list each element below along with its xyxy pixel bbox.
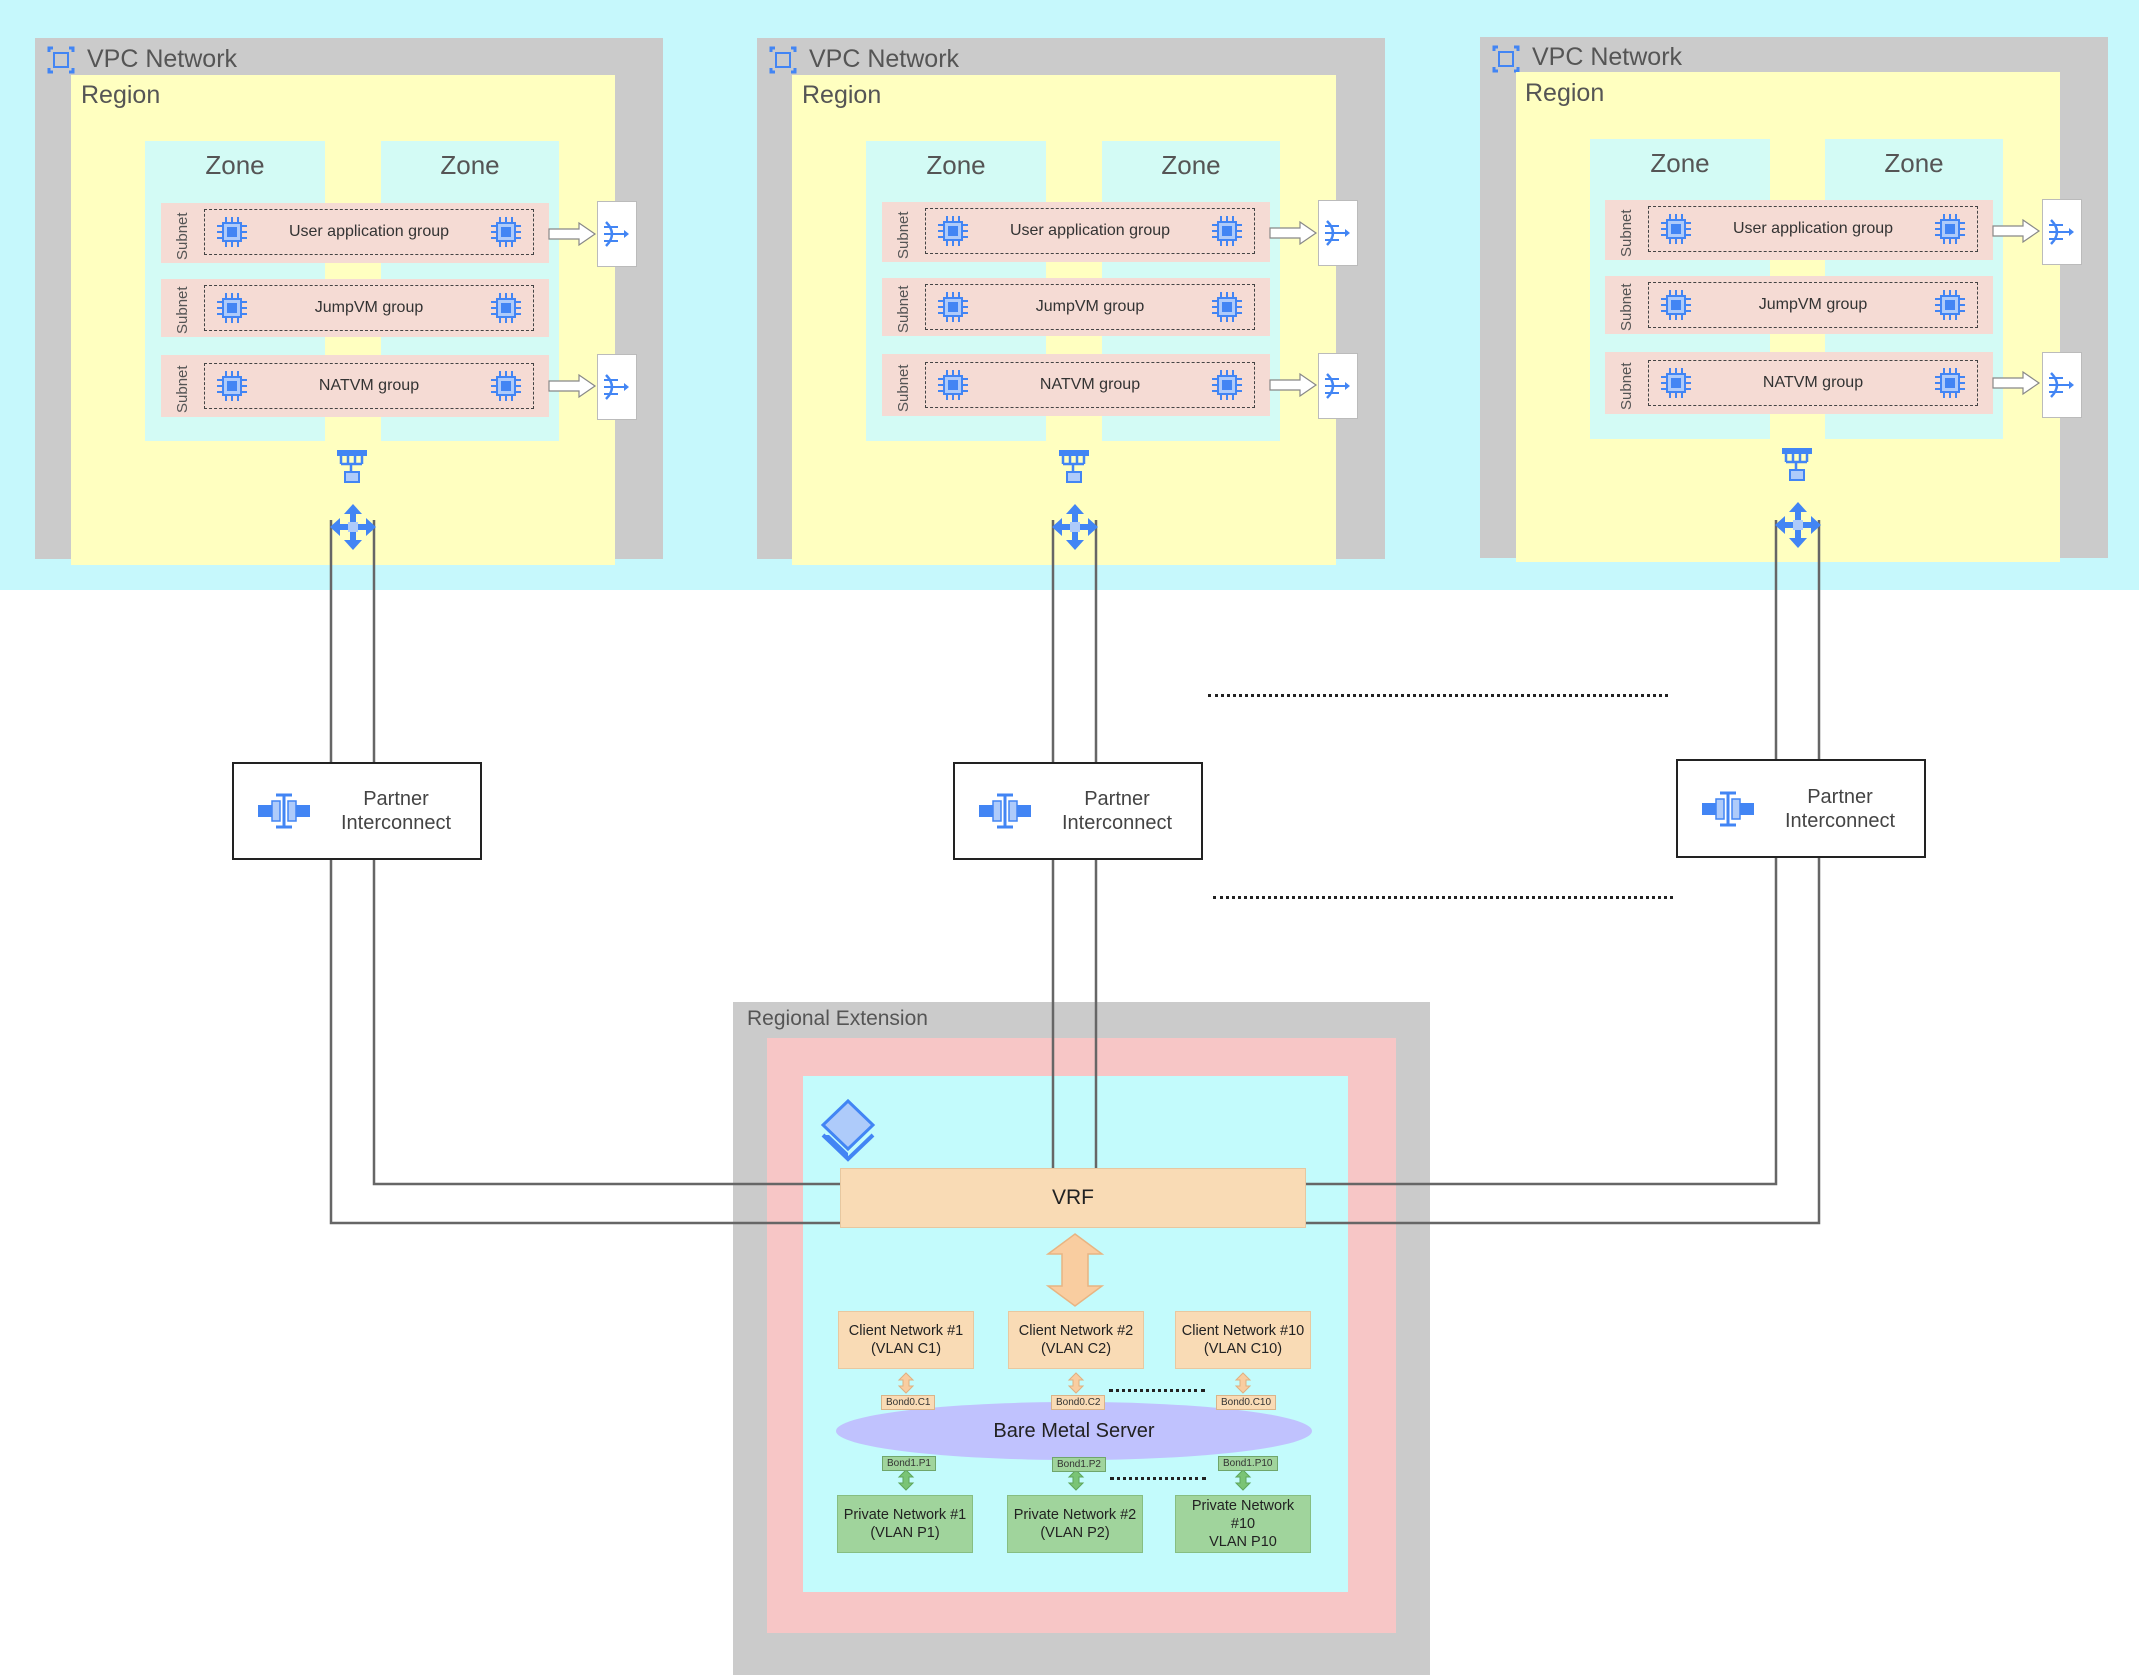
load-balancer-icon[interactable]	[1318, 200, 1358, 266]
client-network-2[interactable]: Client Network #2 (VLAN C2)	[1008, 1311, 1144, 1369]
region-title: Region	[1525, 79, 1605, 107]
router-icon	[330, 504, 376, 550]
region-title: Region	[81, 81, 161, 109]
compute-icon	[217, 371, 247, 401]
instance-group[interactable]: User application group	[925, 208, 1255, 254]
compute-icon	[1212, 370, 1242, 400]
compute-icon	[1935, 290, 1965, 320]
instance-group[interactable]: User application group	[204, 209, 534, 255]
interconnect-icon	[979, 793, 1031, 829]
vpc-title: VPC Network	[1532, 43, 1683, 71]
interconnect-label: Partner Interconnect	[340, 788, 452, 834]
load-balancer-icon[interactable]	[1318, 353, 1358, 419]
compute-icon	[938, 370, 968, 400]
bond-label: Bond0.C2	[1051, 1395, 1106, 1410]
load-balancer-icon[interactable]	[597, 354, 637, 420]
region-title: Region	[802, 81, 882, 109]
instance-group[interactable]: JumpVM group	[925, 284, 1255, 330]
network-icon	[337, 450, 367, 483]
group-label: JumpVM group	[1035, 298, 1145, 315]
vpc-to-interconnect-lines	[329, 520, 1821, 762]
vrf-double-arrow	[1045, 1233, 1105, 1307]
interconnect-label: Partner Interconnect	[1061, 788, 1173, 834]
vrf-box[interactable]: VRF	[840, 1168, 1306, 1228]
instance-group[interactable]: JumpVM group	[1648, 282, 1978, 328]
instance-group[interactable]: NATVM group	[204, 363, 534, 409]
group-label: JumpVM group	[314, 299, 424, 316]
group-label: NATVM group	[318, 377, 420, 394]
vpc-title: VPC Network	[809, 45, 960, 73]
compute-icon	[1935, 368, 1965, 398]
regional-extension-title: Regional Extension	[747, 1007, 928, 1030]
group-label: User application group	[288, 223, 450, 240]
client-network-10[interactable]: Client Network #10 (VLAN C10)	[1175, 1311, 1311, 1369]
compute-icon	[1661, 368, 1691, 398]
bond-label: Bond1.P10	[1218, 1456, 1278, 1471]
compute-icon	[491, 371, 521, 401]
partner-interconnect-3[interactable]: Partner Interconnect	[1676, 759, 1926, 858]
ellipsis-separator	[1110, 1477, 1206, 1480]
private-network-2[interactable]: Private Network #2 (VLAN P2)	[1007, 1495, 1143, 1553]
interconnect-icon	[1702, 791, 1754, 826]
compute-icon	[1661, 290, 1691, 320]
interconnect-icon	[258, 793, 310, 829]
zone-title: Zone	[1650, 148, 1710, 178]
bare-metal-solution-icon	[820, 1098, 876, 1162]
zone-title: Zone	[440, 150, 500, 180]
group-label: NATVM group	[1762, 374, 1864, 391]
group-label: User application group	[1009, 222, 1171, 239]
compute-icon	[1212, 216, 1242, 246]
zone-title: Zone	[1884, 148, 1944, 178]
zone-title: Zone	[205, 150, 265, 180]
bond-label: Bond1.P2	[1052, 1457, 1106, 1472]
load-balancer-icon[interactable]	[597, 201, 637, 267]
instance-group[interactable]: User application group	[1648, 206, 1978, 252]
ellipsis-separator	[1109, 1389, 1205, 1392]
router-icon	[1052, 504, 1098, 550]
bond-label: Bond0.C10	[1216, 1395, 1277, 1410]
group-label: User application group	[1732, 220, 1894, 237]
router-icon	[1775, 502, 1821, 548]
client-network-1[interactable]: Client Network #1 (VLAN C1)	[838, 1311, 974, 1369]
vpc-icon	[769, 46, 797, 74]
compute-icon	[938, 292, 968, 322]
compute-icon	[491, 217, 521, 247]
vpc-icon	[1492, 45, 1520, 73]
group-label: JumpVM group	[1758, 296, 1868, 313]
network-icon	[1782, 448, 1812, 481]
compute-icon	[1212, 292, 1242, 322]
bare-metal-server[interactable]: Bare Metal Server	[836, 1402, 1312, 1460]
ellipsis-separator	[1213, 896, 1673, 899]
compute-icon	[938, 216, 968, 246]
instance-group[interactable]: JumpVM group	[204, 285, 534, 331]
interconnect-label: Partner Interconnect	[1784, 785, 1896, 832]
zone-title: Zone	[926, 150, 986, 180]
bond-label: Bond1.P1	[882, 1456, 936, 1471]
compute-icon	[217, 217, 247, 247]
instance-group[interactable]: NATVM group	[925, 362, 1255, 408]
compute-icon	[1661, 214, 1691, 244]
ellipsis-separator	[1208, 694, 1668, 697]
zone-title: Zone	[1161, 150, 1221, 180]
load-balancer-icon[interactable]	[2042, 352, 2082, 418]
private-network-10[interactable]: Private Network #10 VLAN P10	[1175, 1495, 1311, 1553]
group-label: NATVM group	[1039, 376, 1141, 393]
compute-icon	[217, 293, 247, 323]
subnet-to-lb-arrows	[548, 218, 2041, 399]
compute-icon	[491, 293, 521, 323]
partner-interconnect-1[interactable]: Partner Interconnect	[232, 762, 482, 860]
bond-label: Bond0.C1	[881, 1395, 936, 1410]
network-icon	[1059, 450, 1089, 483]
private-network-1[interactable]: Private Network #1 (VLAN P1)	[837, 1495, 973, 1553]
partner-interconnect-2[interactable]: Partner Interconnect	[953, 762, 1203, 860]
instance-group[interactable]: NATVM group	[1648, 360, 1978, 406]
vpc-icon	[47, 46, 75, 74]
vpc-title: VPC Network	[87, 45, 238, 73]
compute-icon	[1935, 214, 1965, 244]
load-balancer-icon[interactable]	[2042, 199, 2082, 265]
